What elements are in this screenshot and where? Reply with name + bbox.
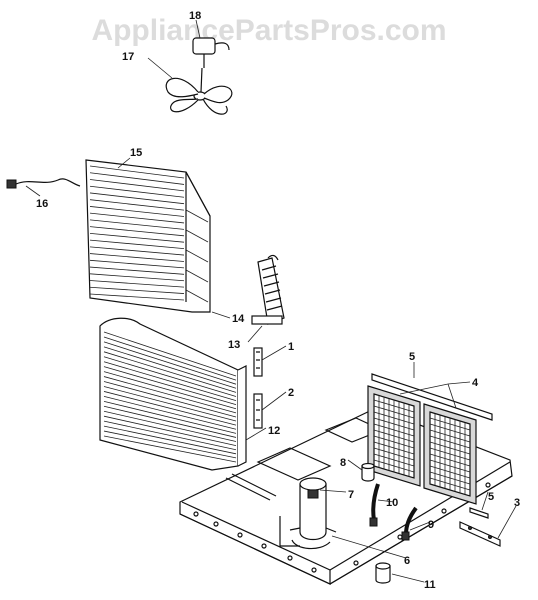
power-cord-part[interactable] <box>6 178 81 189</box>
label-7: 7 <box>348 489 354 501</box>
capillary-tube-part-10[interactable] <box>369 483 380 527</box>
mounting-rail-part[interactable] <box>459 521 501 547</box>
capacitor-part[interactable] <box>361 462 375 482</box>
bracket-part-2[interactable] <box>253 393 263 429</box>
label-5-bottom: 5 <box>488 491 494 503</box>
label-10: 10 <box>386 497 398 509</box>
fan-blade-part[interactable] <box>165 67 233 115</box>
compressor-part[interactable] <box>279 477 337 550</box>
fan-motor-part[interactable] <box>192 37 230 68</box>
label-11: 11 <box>424 579 436 591</box>
evaporator-coil-part[interactable] <box>251 254 285 325</box>
label-13: 13 <box>228 339 240 351</box>
cabinet-shroud-part[interactable] <box>99 317 247 471</box>
condenser-coil-part[interactable] <box>85 159 211 313</box>
label-6: 6 <box>404 555 410 567</box>
label-14: 14 <box>232 313 245 325</box>
label-12: 12 <box>268 425 280 437</box>
filter-rail-part-top[interactable] <box>371 373 493 421</box>
air-filter-part-right[interactable] <box>423 403 477 505</box>
label-5-top: 5 <box>409 351 415 363</box>
capillary-tube-part-9[interactable] <box>401 506 418 541</box>
label-9: 9 <box>428 519 434 531</box>
label-8: 8 <box>340 457 346 469</box>
label-18: 18 <box>189 10 201 22</box>
label-2: 2 <box>288 387 294 399</box>
label-16: 16 <box>36 198 48 210</box>
air-filter-part-left[interactable] <box>367 385 421 487</box>
watermark: AppliancePartsPros.com <box>91 14 447 47</box>
label-4: 4 <box>472 377 479 389</box>
label-15: 15 <box>130 147 142 159</box>
label-3: 3 <box>514 497 520 509</box>
drain-cap-part[interactable] <box>375 562 391 584</box>
label-1: 1 <box>288 341 294 353</box>
leader-lines <box>25 19 517 583</box>
label-17: 17 <box>122 51 134 63</box>
filter-rail-part-bottom[interactable] <box>469 507 489 519</box>
bracket-part-1[interactable] <box>253 347 263 377</box>
